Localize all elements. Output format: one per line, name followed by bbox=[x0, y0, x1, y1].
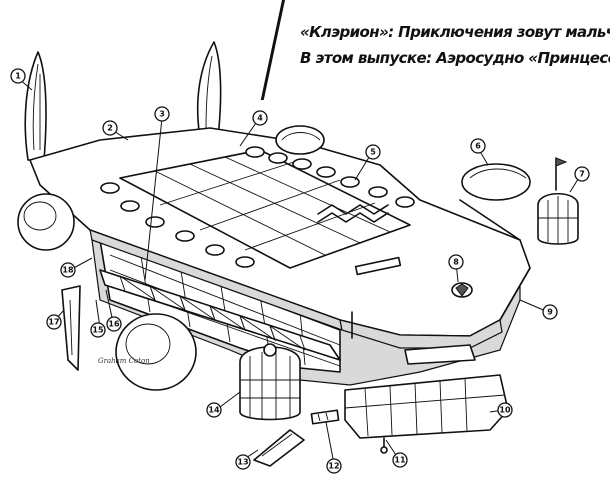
svg-text:1: 1 bbox=[15, 72, 21, 81]
forward-bridge bbox=[344, 311, 509, 439]
svg-text:11: 11 bbox=[394, 456, 406, 465]
callout-14: 14 bbox=[206, 402, 222, 418]
callout-9: 9 bbox=[542, 304, 558, 320]
callout-7: 7 bbox=[574, 166, 590, 182]
engine-pod-right bbox=[459, 163, 531, 241]
engine-pod-top-center bbox=[275, 125, 325, 155]
svg-text:9: 9 bbox=[547, 308, 553, 317]
callout-13: 13 bbox=[235, 454, 251, 470]
glass-roof bbox=[119, 149, 411, 269]
callout-2: 2 bbox=[102, 120, 118, 136]
svg-text:14: 14 bbox=[208, 406, 220, 415]
callout-12: 12 bbox=[326, 458, 342, 474]
callout-10: 10 bbox=[497, 402, 513, 418]
callout-1: 1 bbox=[10, 68, 26, 84]
callout-8: 8 bbox=[448, 254, 464, 270]
svg-text:3: 3 bbox=[159, 110, 165, 119]
svg-text:7: 7 bbox=[579, 170, 585, 179]
callout-17: 17 bbox=[46, 314, 62, 330]
svg-text:8: 8 bbox=[453, 258, 459, 267]
svg-text:4: 4 bbox=[257, 114, 263, 123]
svg-text:15: 15 bbox=[92, 326, 104, 335]
engine-pod-lower-left bbox=[115, 313, 197, 391]
observation-turret bbox=[537, 157, 579, 245]
caption-text-block: «Клэрион»: Приключения зовут мальчишек! … bbox=[300, 20, 610, 70]
callout-18: 18 bbox=[60, 262, 76, 278]
caption-title: «Клэрион»: Приключения зовут мальчишек! bbox=[300, 23, 610, 41]
gondola-cabin bbox=[239, 343, 301, 421]
svg-text:2: 2 bbox=[107, 124, 113, 133]
lower-rudder bbox=[61, 285, 81, 371]
svg-text:18: 18 bbox=[62, 266, 74, 275]
svg-text:13: 13 bbox=[237, 458, 248, 467]
lattice-girder bbox=[99, 269, 341, 361]
callout-6: 6 bbox=[470, 138, 486, 154]
svg-text:5: 5 bbox=[370, 148, 376, 157]
svg-text:17: 17 bbox=[48, 318, 59, 327]
callout-4: 4 bbox=[252, 110, 268, 126]
callout-3: 3 bbox=[154, 106, 170, 122]
artist-signature: Graham Coton bbox=[98, 357, 150, 365]
callout-5: 5 bbox=[365, 144, 381, 160]
callout-16: 16 bbox=[106, 316, 122, 332]
callout-15: 15 bbox=[90, 322, 106, 338]
boarding-ladder bbox=[310, 409, 340, 425]
svg-text:16: 16 bbox=[108, 320, 120, 329]
tail-fin-right bbox=[196, 41, 222, 139]
launch-boat bbox=[253, 429, 305, 467]
callout-11: 11 bbox=[392, 452, 408, 468]
engine-pod-upper-left bbox=[17, 193, 75, 251]
deck-markings bbox=[317, 204, 402, 276]
svg-text:12: 12 bbox=[328, 462, 339, 471]
svg-text:6: 6 bbox=[475, 142, 481, 151]
caption-subtitle: В этом выпуске: Аэросудно «Принцесса Гор… bbox=[300, 49, 610, 67]
mooring-line bbox=[380, 437, 388, 454]
svg-text:10: 10 bbox=[499, 406, 511, 415]
tail-fin-left bbox=[24, 51, 47, 161]
hull-emblem bbox=[451, 282, 473, 298]
